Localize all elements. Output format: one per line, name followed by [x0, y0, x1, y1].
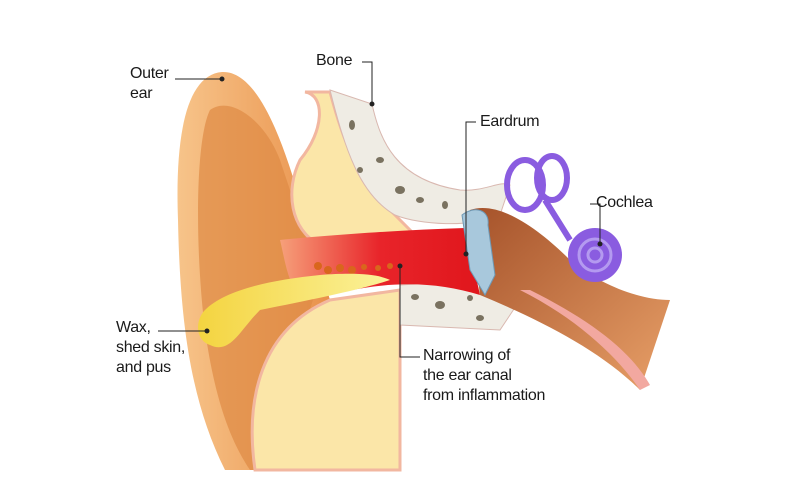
label-narrowing: Narrowing of the ear canal from inflamma…: [423, 346, 545, 406]
label-cochlea: Cochlea: [596, 194, 653, 211]
leader-lines: [158, 61, 603, 358]
label-line: and pus: [116, 359, 171, 376]
label-eardrum: Eardrum: [480, 113, 540, 130]
label-bone: Bone: [316, 52, 353, 69]
label-line: shed skin,: [116, 339, 186, 356]
label-line: ear: [130, 85, 153, 102]
label-line: Wax,: [116, 319, 151, 336]
label-line: Outer: [130, 65, 169, 82]
wax-shape: [198, 273, 390, 348]
label-wax: Wax, shed skin, and pus: [116, 318, 185, 378]
label-line: from inflammation: [423, 387, 546, 404]
label-outer-ear: Outer ear: [130, 64, 169, 104]
label-line: Narrowing of: [423, 347, 511, 364]
cochlea-shape: [504, 153, 573, 242]
eardrum-shape: [461, 209, 496, 297]
label-line: the ear canal: [423, 367, 512, 384]
